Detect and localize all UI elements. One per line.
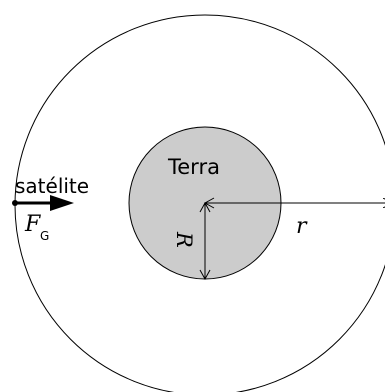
force-label: F — [24, 212, 41, 237]
orbit-radius-label: r — [296, 214, 308, 239]
earth-radius-arrowhead-bottom — [199, 269, 211, 281]
force-subscript: G — [40, 229, 49, 243]
gravity-force-arrowhead — [50, 195, 74, 211]
earth-radius-label: R — [172, 231, 196, 248]
satellite-label: satélite — [15, 174, 89, 198]
earth-label: Terra — [167, 155, 220, 179]
earth-radius-arrowhead-top — [199, 201, 211, 213]
